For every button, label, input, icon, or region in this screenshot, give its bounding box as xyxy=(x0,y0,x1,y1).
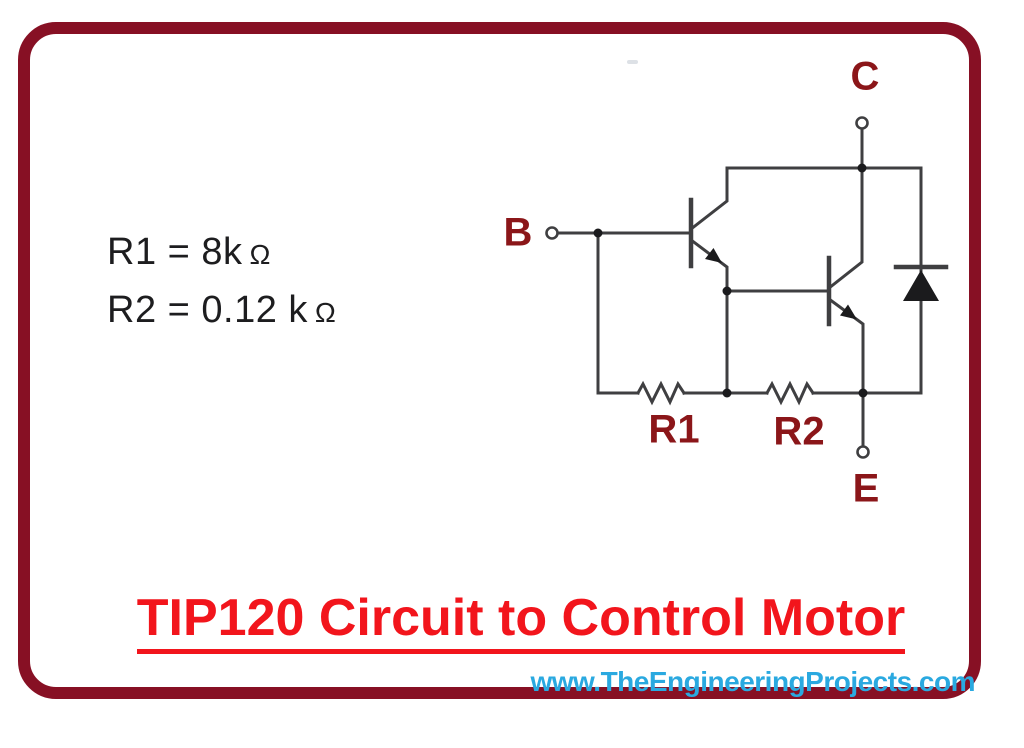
r2-value-text: R2 = 0.12 k xyxy=(107,289,308,331)
r1-value-text: R1 = 8k xyxy=(107,231,243,273)
junction-dot-e xyxy=(858,388,868,398)
terminal-label-b: B xyxy=(503,210,533,255)
r2-ohm-symbol: Ω xyxy=(314,297,337,328)
junction-dot-r1 xyxy=(722,388,732,398)
terminal-label-c: C xyxy=(850,54,880,99)
terminal-c-circle xyxy=(855,116,869,130)
diode-triangle xyxy=(903,270,939,301)
resistor-r2-symbol xyxy=(764,380,816,406)
q1-emitter-wire xyxy=(688,237,729,395)
q2-emitter-arrow xyxy=(840,304,857,320)
title-block: TIP120 Circuit to Control Motor xyxy=(131,590,911,655)
junction-dot-top xyxy=(857,163,867,173)
q1-collector-wire xyxy=(688,166,729,232)
r1-ohm-symbol: Ω xyxy=(249,239,271,270)
website-url: www.TheEngineeringProjects.com xyxy=(530,666,976,697)
q2-collector-wire xyxy=(826,127,864,291)
page-title: TIP120 Circuit to Control Motor xyxy=(136,590,906,655)
poster-frame xyxy=(18,22,981,699)
terminal-b-circle xyxy=(545,226,559,240)
terminal-e-circle xyxy=(856,445,870,459)
resistor-r1-symbol xyxy=(635,380,687,406)
q1-emitter-arrow xyxy=(705,248,722,263)
resistor-label-r2: R2 xyxy=(773,409,825,454)
faint-smudge xyxy=(627,60,638,64)
resistor-label-r1: R1 xyxy=(648,407,700,452)
junction-dot-q2base xyxy=(722,286,732,296)
top-wire xyxy=(725,166,923,395)
q2-emitter-wire xyxy=(826,296,865,448)
terminal-label-e: E xyxy=(852,466,880,511)
junction-dot-b xyxy=(593,228,603,238)
